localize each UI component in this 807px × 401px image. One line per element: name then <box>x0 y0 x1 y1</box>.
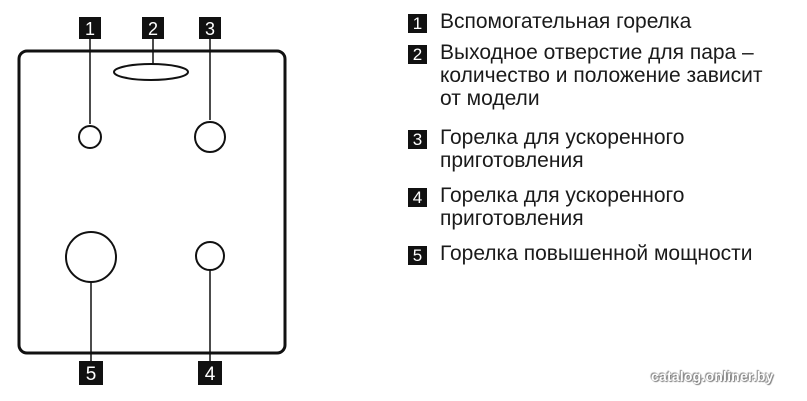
hob-layout-diagram: 1 2 3 5 4 <box>17 17 287 385</box>
legend-item-1: 1 Вспомогательная горелка <box>408 10 691 33</box>
high-power-burner <box>65 231 117 283</box>
legend-item-text: Вспомогательная горелка <box>440 10 692 33</box>
callout-4: 4 <box>198 361 222 385</box>
legend-item-3: 3 Горелка для ускоренного приготовления <box>408 126 684 172</box>
legend-number-badge: 4 <box>408 188 427 207</box>
legend-item-text: Горелка для ускоренного приготовления <box>440 184 685 230</box>
callout-1-label: 1 <box>85 19 95 39</box>
rapid-burner-front <box>195 241 225 271</box>
legend-item-text: Горелка для ускоренного приготовления <box>440 126 685 172</box>
watermark-text: catalog.onliner.by <box>651 368 774 384</box>
legend-number-badge: 3 <box>408 130 427 149</box>
legend-item-text: Выходное отверстие для пара – количество… <box>440 41 763 110</box>
callout-3-label: 3 <box>205 19 215 39</box>
legend-number-badge: 5 <box>408 246 427 265</box>
callout-1: 1 <box>79 17 101 39</box>
callout-4-label: 4 <box>205 364 216 385</box>
callout-2: 2 <box>142 17 164 39</box>
rapid-burner-rear <box>194 121 226 153</box>
callout-5: 5 <box>79 361 103 385</box>
callout-3: 3 <box>199 17 221 39</box>
callout-5-label: 5 <box>86 364 97 385</box>
legend-item-4: 4 Горелка для ускоренного приготовления <box>408 184 684 230</box>
legend-item-5: 5 Горелка повышенной мощности <box>408 242 753 265</box>
legend-item-2: 2 Выходное отверстие для пара – количест… <box>408 41 763 110</box>
legend-number-badge: 2 <box>408 45 427 64</box>
legend-number-badge: 1 <box>408 14 427 33</box>
auxiliary-burner <box>78 125 102 149</box>
hob-outline <box>17 49 287 355</box>
steam-outlet <box>113 63 189 81</box>
legend-item-text: Горелка повышенной мощности <box>440 242 753 265</box>
callout-2-label: 2 <box>148 19 158 39</box>
